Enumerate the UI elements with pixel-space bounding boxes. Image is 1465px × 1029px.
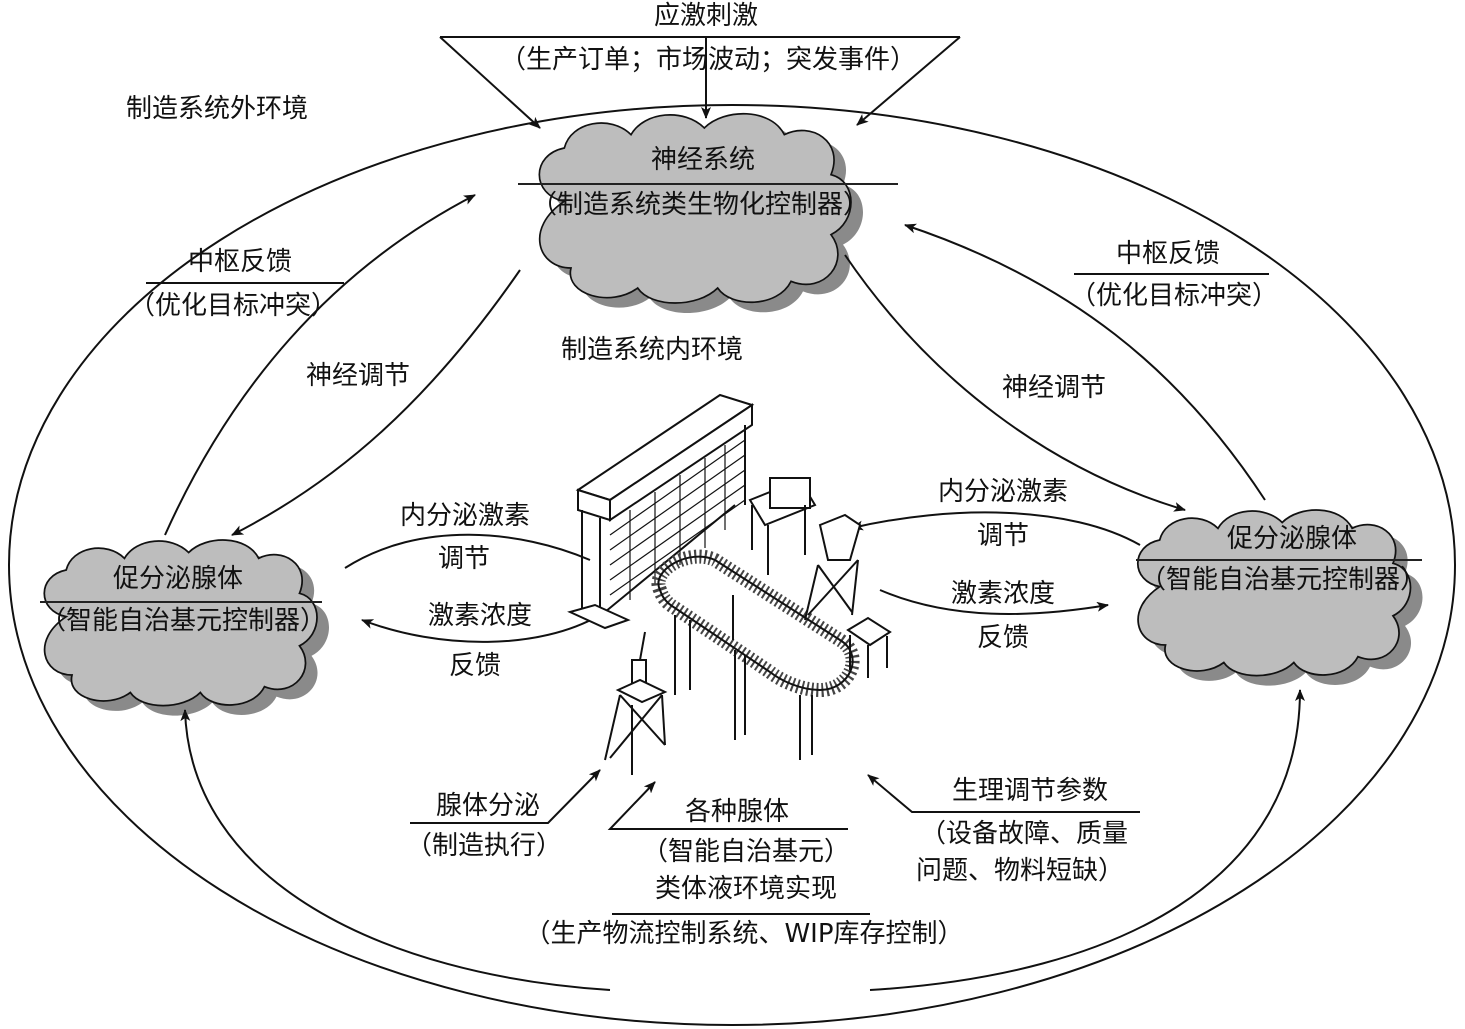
left-hormone-regulation-line [344, 533, 591, 569]
physiology-detail-line2: 问题、物料短缺） [915, 856, 1125, 886]
right-hormone-regulation-line2: 调节 [976, 521, 1030, 551]
left-hormone-regulation-line2: 调节 [437, 544, 491, 574]
left-neural-regulation-arrow [231, 269, 521, 536]
right-hormone-regulation-arrow [851, 511, 1141, 546]
right-hormone-feedback-arrow [879, 589, 1109, 615]
stimulus-detail: （生产订单；市场波动；突发事件） [499, 45, 917, 75]
right-feedback-title: 中枢反馈 [1115, 239, 1221, 269]
right-gland-title: 促分泌腺体 [1226, 524, 1358, 554]
left-hormone-feedback-line1: 激素浓度 [427, 601, 533, 631]
machine-tool-icon [748, 477, 817, 575]
right-neural-regulation-label: 神经调节 [1002, 373, 1107, 403]
left-feedback-detail: （优化目标冲突） [128, 291, 338, 321]
left-hormone-feedback-line2: 反馈 [448, 651, 502, 681]
glands-title: 各种腺体 [684, 797, 790, 827]
left-hormone-feedback-arrow [361, 614, 601, 643]
right-neural-regulation-arrow [844, 254, 1186, 512]
physiology-title: 生理调节参数 [951, 776, 1109, 806]
right-gland-subtitle: （智能自治基元控制器） [1139, 565, 1427, 595]
right-central-feedback-arrow [904, 223, 1266, 501]
stool-icon [846, 616, 892, 678]
left-neural-regulation-label: 神经调节 [306, 361, 411, 391]
hopper-stand-icon [804, 513, 862, 621]
robot-stand-icon [604, 631, 668, 775]
physiology-arrow [867, 774, 1140, 813]
inner-environment-label: 制造系统内环境 [561, 335, 744, 365]
stimulus-funnel [439, 36, 961, 129]
secretion-arrow [410, 769, 601, 824]
outer-environment-ellipse [8, 104, 1456, 1026]
secretion-title: 腺体分泌 [435, 791, 541, 821]
right-gland-divider [1136, 559, 1422, 561]
nervous-system-title: 神经系统 [650, 145, 756, 175]
left-central-feedback-arrow [164, 194, 476, 536]
physiology-detail-line1: （设备故障、质量 [919, 819, 1129, 849]
glands-detail: （智能自治基元） [641, 837, 851, 867]
right-feedback-divider [1074, 273, 1269, 275]
left-gland-divider [40, 601, 322, 603]
outer-environment-label: 制造系统外环境 [126, 94, 309, 124]
right-feedback-detail: （优化目标冲突） [1069, 281, 1279, 311]
left-feedback-title: 中枢反馈 [187, 247, 293, 277]
right-hormone-feedback-line1: 激素浓度 [950, 579, 1056, 609]
left-feedback-divider [146, 282, 344, 284]
stimulus-title: 应激刺激 [653, 1, 759, 31]
nervous-system-divider [518, 183, 898, 185]
left-gland-title: 促分泌腺体 [112, 564, 244, 594]
glands-arrow [607, 781, 848, 830]
right-hormone-regulation-line1: 内分泌激素 [937, 477, 1069, 507]
nervous-system-subtitle: （制造系统类生物化控制器） [530, 190, 870, 220]
right-hormone-feedback-line2: 反馈 [976, 623, 1030, 653]
left-hormone-regulation-line1: 内分泌激素 [399, 501, 531, 531]
body-fluid-divider [612, 913, 870, 915]
body-fluid-title: 类体液环境实现 [654, 874, 838, 904]
storage-rack-icon [567, 393, 755, 630]
body-fluid-detail: （生产物流控制系统、WIP库存控制） [524, 919, 964, 949]
body-fluid-left-arrow [180, 709, 611, 991]
secretion-detail: （制造执行） [405, 831, 563, 861]
conveyor-icon [651, 549, 860, 760]
left-gland-subtitle: （智能自治基元控制器） [39, 606, 327, 636]
factory-illustration [567, 393, 892, 775]
body-fluid-right-arrow [869, 689, 1305, 991]
